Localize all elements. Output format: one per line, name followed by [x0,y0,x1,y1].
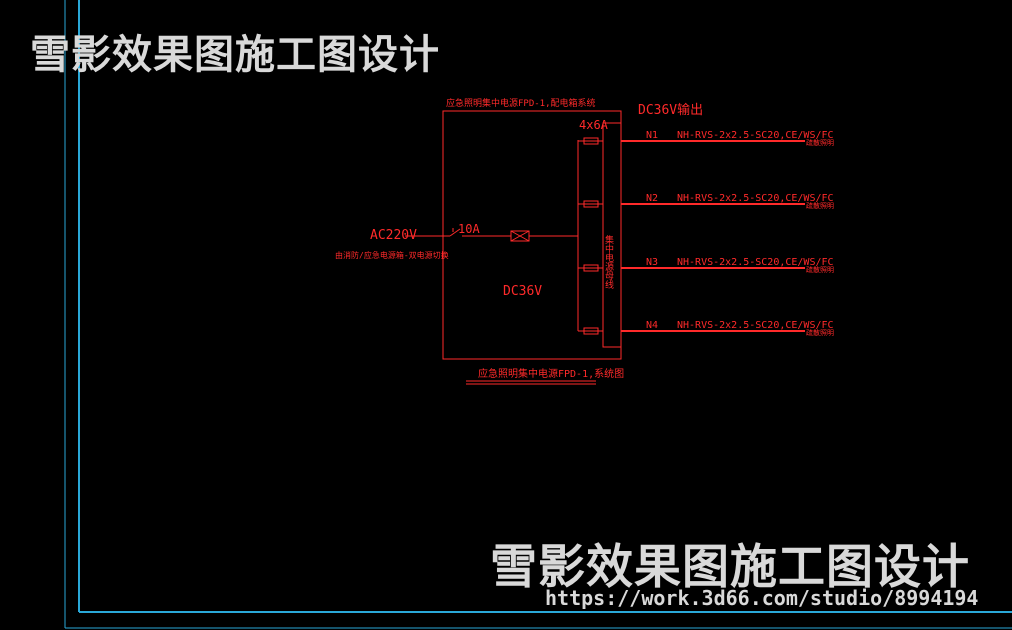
main-breaker-rating: 10A [458,222,480,236]
bus-label: 集中电源母线 [603,234,614,289]
circuit-n4: N4 NH-RVS-2x2.5-SC20,CE/WS/FC 疏散照明 [578,320,834,337]
circuit-n4-cable: NH-RVS-2x2.5-SC20,CE/WS/FC [677,320,834,331]
output-voltage-label: DC36V输出 [638,102,703,118]
input-voltage: AC220V [370,228,417,243]
watermark-url: https://work.3d66.com/studio/8994194 [545,586,979,610]
circuit-n3-fuse [583,264,599,272]
circuit-n2-id: N2 [646,193,658,204]
circuit-n2-fuse [583,200,599,208]
circuit-n2-cable: NH-RVS-2x2.5-SC20,CE/WS/FC [677,193,834,204]
circuit-n3-cable: NH-RVS-2x2.5-SC20,CE/WS/FC [677,257,834,268]
watermark-title-bottom: 雪影效果图施工图设计 [490,540,970,595]
internal-voltage: DC36V [503,284,542,299]
input-source-note: 由消防/应急电源箱-双电源切换 [335,250,449,260]
bus-terminal-block [602,122,622,348]
circuit-n1-cable: NH-RVS-2x2.5-SC20,CE/WS/FC [677,130,834,141]
main-breaker-contact [449,228,461,237]
circuit-n1: N1 NH-RVS-2x2.5-SC20,CE/WS/FC 疏散照明 [578,130,834,147]
circuit-n1-id: N1 [646,130,658,141]
circuit-n2: N2 NH-RVS-2x2.5-SC20,CE/WS/FC 疏散照明 [578,193,834,210]
bus-rating: 4x6A [579,118,609,132]
panel-title: 应急照明集中电源FPD-1,配电箱系统 [446,97,596,109]
circuit-n1-note: 疏散照明 [806,138,834,147]
panel-caption: 应急照明集中电源FPD-1,系统图 [478,367,624,380]
circuit-n3: N3 NH-RVS-2x2.5-SC20,CE/WS/FC 疏散照明 [578,257,834,274]
circuit-n3-note: 疏散照明 [806,265,834,274]
watermark-title-top: 雪影效果图施工图设计 [30,32,440,78]
circuit-n2-note: 疏散照明 [806,201,834,210]
converter-diag-2 [510,230,530,242]
circuit-n4-fuse [583,327,599,335]
circuit-n4-id: N4 [646,320,658,331]
circuit-n1-fuse [583,137,599,145]
circuit-n3-id: N3 [646,257,658,268]
circuit-n4-note: 疏散照明 [806,328,834,337]
